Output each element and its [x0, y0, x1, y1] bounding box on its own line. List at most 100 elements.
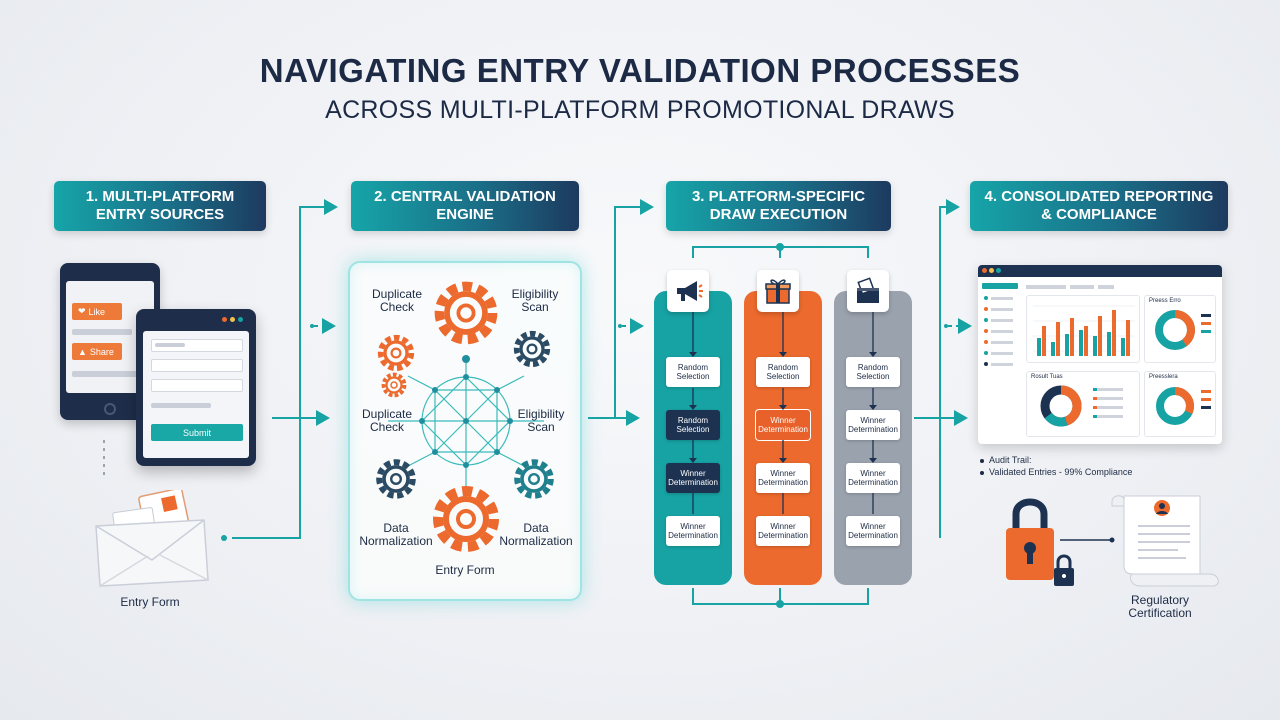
- status-dot-icon: [984, 351, 988, 355]
- draw-step-box: Random Selection: [666, 357, 720, 387]
- like-button[interactable]: ❤ Like: [72, 303, 122, 320]
- column-arrows: [689, 312, 877, 514]
- draw-step-box: Winner Determination: [756, 463, 810, 493]
- chart-title: Preesslera: [1149, 374, 1178, 380]
- dashboard-nav-active[interactable]: [982, 283, 1018, 289]
- legend-swatch: [1201, 390, 1211, 393]
- draw-step-box: Random Selection: [666, 410, 720, 440]
- draw-step-box: Winner Determination: [846, 410, 900, 440]
- gear-icon: [517, 462, 551, 496]
- text-line: [72, 329, 132, 335]
- stage-header-4: 4. CONSOLIDATED REPORTING & COMPLIANCE: [970, 181, 1228, 231]
- sidebar-nav-item[interactable]: [982, 361, 1018, 367]
- eligibility-scan-label: Eligibility Scan: [517, 407, 565, 434]
- draw-step-box: Winner Determination: [666, 463, 720, 493]
- donut-card: Preess Erro: [1144, 295, 1216, 363]
- legend-swatch: [1201, 406, 1211, 409]
- text-line: [151, 403, 211, 408]
- draw-step-box: Winner Determination: [756, 516, 810, 546]
- ballot-box-icon: [847, 270, 889, 312]
- bar-chart: [1033, 305, 1135, 356]
- sidebar-nav-item[interactable]: [982, 317, 1018, 323]
- window-dot-green: [996, 268, 1001, 273]
- bar: [1093, 336, 1097, 356]
- bullet-icon: [980, 470, 984, 475]
- donut-card: Rosult Tuas: [1026, 371, 1140, 437]
- gear-icon: [438, 491, 494, 547]
- text-line: [1026, 285, 1066, 289]
- gift-icon: [757, 270, 799, 312]
- sidebar-nav-item[interactable]: [982, 306, 1018, 312]
- gear-icon: [439, 286, 492, 339]
- status-dot-icon: [984, 296, 988, 300]
- status-dot-icon: [984, 329, 988, 333]
- bar: [1126, 320, 1130, 356]
- gear-icon: [517, 334, 548, 365]
- text-line: [991, 319, 1013, 322]
- draw-step-box: Winner Determination: [846, 516, 900, 546]
- chart-title: Preess Erro: [1149, 298, 1181, 304]
- status-dot-icon: [984, 340, 988, 344]
- stage-header-1: 1. MULTI-PLATFORM ENTRY SOURCES: [54, 181, 266, 231]
- heart-icon: ❤: [78, 306, 86, 316]
- status-dot-icon: [984, 362, 988, 366]
- text-line: [72, 371, 142, 377]
- donut-chart: [1040, 385, 1082, 427]
- form-field[interactable]: [151, 339, 243, 352]
- donut-card: Preesslera: [1144, 371, 1216, 437]
- validation-engine-panel: [348, 261, 582, 601]
- bar: [1107, 332, 1111, 356]
- text-line: [991, 330, 1013, 333]
- draw-step-box: Random Selection: [846, 357, 900, 387]
- sidebar-nav-item[interactable]: [982, 295, 1018, 301]
- text-line: [1070, 285, 1094, 289]
- text-line: [991, 308, 1013, 311]
- form-field[interactable]: [151, 359, 243, 372]
- window-dot-red: [222, 317, 227, 322]
- bullet-icon: [980, 458, 984, 463]
- window-dot-red: [982, 268, 987, 273]
- draw-step-box: Random Selection: [756, 357, 810, 387]
- window-dot-yellow: [230, 317, 235, 322]
- share-button[interactable]: ▲ Share: [72, 343, 122, 360]
- draw-step-box: Winner Determination: [756, 410, 810, 440]
- bar: [1079, 330, 1083, 356]
- text-line: [991, 363, 1013, 366]
- audit-trail-text: Audit Trail: Validated Entries - 99% Com…: [980, 455, 1132, 477]
- sidebar-nav-item[interactable]: [982, 328, 1018, 334]
- data-normalization-label: Data Normalization: [359, 521, 433, 548]
- bar: [1065, 334, 1069, 356]
- page-subtitle: ACROSS MULTI-PLATFORM PROMOTIONAL DRAWS: [325, 96, 955, 124]
- bar: [1112, 310, 1116, 356]
- chart-title: Rosult Tuas: [1031, 374, 1063, 380]
- window-dot-green: [238, 317, 243, 322]
- lock-icon: [1006, 498, 1054, 580]
- dashboard-sidebar: [982, 295, 1018, 435]
- bar: [1056, 322, 1060, 356]
- form-field[interactable]: [151, 379, 243, 392]
- bar: [1084, 326, 1088, 356]
- bar: [1051, 342, 1055, 356]
- gear-icon: [381, 338, 412, 369]
- entry-form-label: Entry Form: [120, 595, 180, 609]
- gear-icon: [381, 372, 407, 398]
- sidebar-nav-item[interactable]: [982, 350, 1018, 356]
- sidebar-nav-item[interactable]: [982, 339, 1018, 345]
- small-lock-icon: [1054, 554, 1074, 586]
- window-dot-yellow: [989, 268, 994, 273]
- home-button[interactable]: [104, 403, 116, 415]
- gear-icon: [379, 462, 413, 496]
- legend-swatch: [1201, 322, 1211, 325]
- megaphone-icon: [667, 270, 709, 312]
- validated-entries-label: Validated Entries - 99% Compliance: [989, 467, 1133, 477]
- share-label: Share: [89, 346, 114, 357]
- envelope-icon: [95, 490, 209, 587]
- bar: [1121, 338, 1125, 356]
- stage-header-2: 2. CENTRAL VALIDATION ENGINE: [351, 181, 579, 231]
- donut-chart: [1156, 387, 1194, 425]
- draw-step-box: Winner Determination: [846, 463, 900, 493]
- submit-button[interactable]: Submit: [151, 424, 243, 441]
- page-title: NAVIGATING ENTRY VALIDATION PROCESSES: [259, 52, 1021, 89]
- legend-swatch: [1201, 314, 1211, 317]
